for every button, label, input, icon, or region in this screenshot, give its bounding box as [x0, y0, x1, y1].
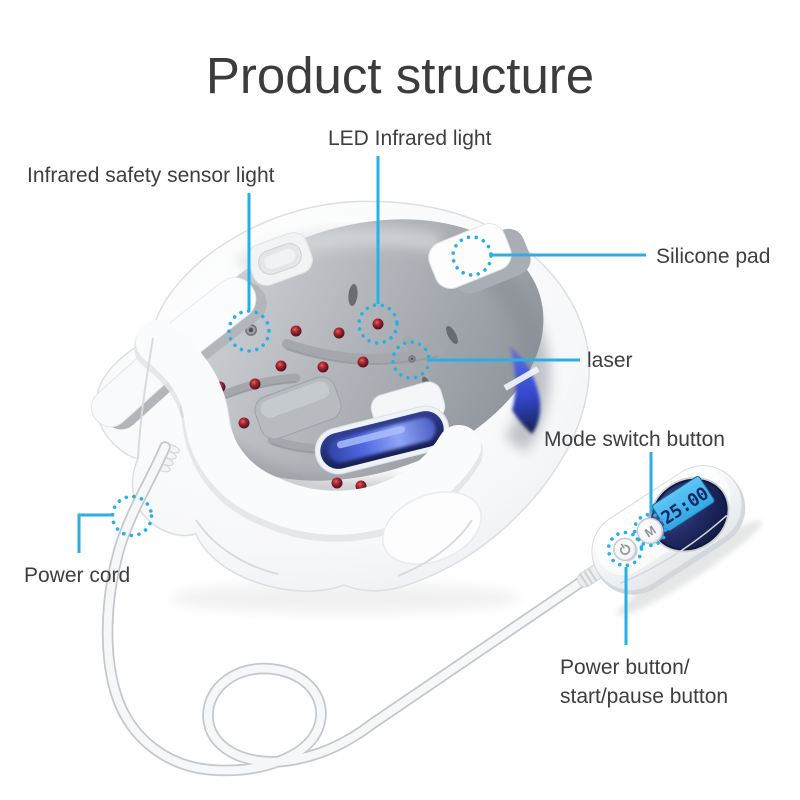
target-ring-led-infrared	[357, 303, 399, 345]
label-silicone-pad: Silicone pad	[656, 245, 771, 268]
blue-light-module	[314, 405, 450, 475]
target-rings	[110, 235, 668, 568]
laser-diode	[331, 477, 343, 489]
cord-core	[103, 443, 585, 775]
label-power-start-pause-button: Power button/ start/pause button	[560, 653, 728, 711]
power-button	[613, 537, 637, 562]
label-mode-switch-button: Mode switch button	[544, 428, 725, 451]
remote-control: 25:00 M	[577, 465, 762, 616]
laser-diode	[372, 318, 384, 330]
leader-lines	[77, 156, 653, 645]
remote-seam	[620, 514, 728, 584]
annotations	[77, 156, 668, 645]
laser-diode	[317, 361, 329, 373]
blue-accent-stripe	[503, 346, 541, 434]
mode-switch-button	[636, 517, 664, 545]
silicone-pad-target	[428, 223, 531, 294]
helmet	[90, 200, 590, 592]
laser-aperture	[408, 355, 416, 363]
power-icon	[619, 543, 631, 555]
label-infrared-safety-sensor-light: Infrared safety sensor light	[27, 164, 275, 187]
label-power-cord: Power cord	[24, 564, 131, 587]
label-power-button-line2: start/pause button	[560, 685, 729, 708]
laser-diode	[357, 356, 369, 368]
target-ring-laser	[391, 340, 431, 380]
page-title: Product structure	[205, 47, 595, 104]
laser-diode	[275, 360, 287, 372]
laser-diode	[290, 325, 302, 337]
front-rim	[134, 320, 483, 577]
label-laser: laser	[587, 349, 633, 372]
remote-shadow	[617, 520, 762, 616]
lcd-screen	[652, 476, 715, 532]
button-pad-top	[247, 232, 313, 286]
leader-power-cord	[77, 513, 113, 553]
gray-pad-center	[254, 376, 342, 440]
label-power-button-line1: Power button/	[560, 656, 690, 679]
laser-diode	[238, 417, 250, 429]
target-ring-silicone-pad	[451, 235, 493, 277]
target-ring-power-cord	[110, 494, 154, 538]
target-ring-power-button	[606, 530, 644, 568]
laser-diode	[333, 327, 345, 339]
power-cord	[101, 441, 587, 777]
target-ring-infrared-sensor	[227, 309, 271, 353]
label-led-infrared-light: LED Infrared light	[328, 127, 492, 150]
helmet-shadow	[170, 583, 520, 613]
shell-creases	[137, 337, 473, 577]
laser-diode	[249, 378, 261, 390]
target-ring-mode-button	[632, 512, 668, 548]
